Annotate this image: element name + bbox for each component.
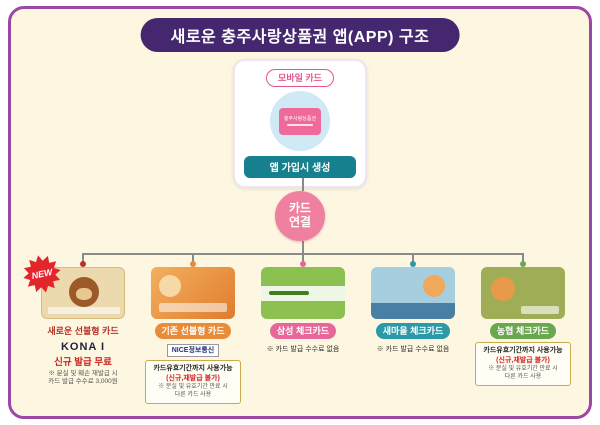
mobile-card-text: 충주사랑상품권 <box>283 115 317 122</box>
card-options-row: NEW 새로운 선불형 카드 KONA I 신규 발급 무료 ※ 분실 및 훼손… <box>31 267 575 404</box>
branch-drop-1 <box>82 253 84 265</box>
branch-drop-3 <box>302 253 304 265</box>
branch-dot-4 <box>410 261 416 267</box>
card-band <box>48 307 120 314</box>
validity-line1: 카드유효기간까지 사용가능 <box>153 365 233 372</box>
connector-line-top <box>302 178 304 191</box>
card-column-new-prepaid: NEW 새로운 선불형 카드 KONA I 신규 발급 무료 ※ 분실 및 훼손… <box>31 267 135 404</box>
konai-logo: KONA I <box>60 341 106 353</box>
fee-note-line2: 카드 발급 수수료 3,000원 <box>48 378 118 386</box>
card-link-line1: 카드 <box>288 201 312 216</box>
card-name: 기존 선불형 카드 <box>154 323 232 339</box>
mobile-card-circle: 충주사랑상품권 <box>270 91 330 151</box>
app-signup-caption: 앱 가입시 생성 <box>244 156 356 178</box>
card-emblem <box>159 275 181 297</box>
no-fee-note: ※ 카드 발급 수수료 없음 <box>266 346 340 353</box>
card-name: 새로운 선불형 카드 <box>47 326 119 336</box>
validity-box: 카드유효기간까지 사용가능 (신규,재발급 불가) ※ 분실 및 유효기간 만료… <box>145 360 241 404</box>
nonghyup-check-card-image <box>481 267 565 319</box>
validity-line1: 카드유효기간까지 사용가능 <box>483 347 563 354</box>
branch-dot-3 <box>300 261 306 267</box>
card-band <box>371 303 455 319</box>
card-column-samsung-check: 삼성 체크카드 ※ 카드 발급 수수료 없음 <box>251 267 355 404</box>
card-name: 새마을 체크카드 <box>375 323 451 339</box>
mobile-card-graphic: 충주사랑상품권 <box>279 107 321 135</box>
nice-logo: NICE정보통신 <box>166 344 220 357</box>
card-column-saemaul-check: 새마을 체크카드 ※ 카드 발급 수수료 없음 <box>361 267 465 404</box>
card-name: 농협 체크카드 <box>489 323 557 339</box>
fee-note-line1: ※ 분실 및 훼손 재발급 시 <box>48 370 118 377</box>
existing-prepaid-card-image <box>151 267 235 319</box>
card-band <box>159 303 227 312</box>
validity-box: 카드유효기간까지 사용가능 (신규,재발급 불가) ※ 분실 및 유효기간 만료… <box>475 342 571 386</box>
branch-drop-4 <box>412 253 414 265</box>
free-issue-highlight: 신규 발급 무료 <box>54 357 112 368</box>
validity-note2: 다른 카드 사용 <box>174 391 212 398</box>
diagram-frame: 새로운 충주사랑상품권 앱(APP) 구조 모바일 카드 충주사랑상품권 앱 가… <box>8 6 592 419</box>
card-stripe <box>269 291 309 295</box>
card-character <box>423 275 445 297</box>
branch-dot-2 <box>190 261 196 267</box>
samsung-check-card-image <box>261 267 345 319</box>
connector-line-mid <box>302 241 304 253</box>
validity-note2: 다른 카드 사용 <box>504 373 542 380</box>
validity-line2: (신규,재발급 불가) <box>496 357 550 364</box>
card-stripe <box>287 123 313 126</box>
card-band <box>521 306 559 314</box>
branch-drop-5 <box>522 253 524 265</box>
card-link-line2: 연결 <box>288 215 312 229</box>
branch-drop-2 <box>192 253 194 265</box>
card-column-existing-prepaid: 기존 선불형 카드 NICE정보통신 카드유효기간까지 사용가능 (신규,재발급… <box>141 267 245 404</box>
validity-note1: ※ 분실 및 유효기간 만료 시 <box>488 366 558 372</box>
card-column-nonghyup-check: 농협 체크카드 카드유효기간까지 사용가능 (신규,재발급 불가) ※ 분실 및… <box>471 267 575 404</box>
saemaul-check-card-image <box>371 267 455 319</box>
card-name: 삼성 체크카드 <box>269 323 337 339</box>
bear-muzzle <box>76 288 92 300</box>
branch-dot-5 <box>520 261 526 267</box>
card-link-circle: 카드 연결 <box>275 191 325 241</box>
mobile-card-label: 모바일 카드 <box>266 69 334 87</box>
page-title: 새로운 충주사랑상품권 앱(APP) 구조 <box>140 18 460 52</box>
no-fee-note: ※ 카드 발급 수수료 없음 <box>376 346 450 353</box>
new-prepaid-card-image <box>41 267 125 319</box>
validity-line2: (신규,재발급 불가) <box>166 375 220 382</box>
branch-dot-1 <box>80 261 86 267</box>
card-character <box>491 277 515 301</box>
mobile-card-panel: 모바일 카드 충주사랑상품권 앱 가입시 생성 <box>233 59 367 188</box>
validity-note1: ※ 분실 및 유효기간 만료 시 <box>158 384 228 390</box>
